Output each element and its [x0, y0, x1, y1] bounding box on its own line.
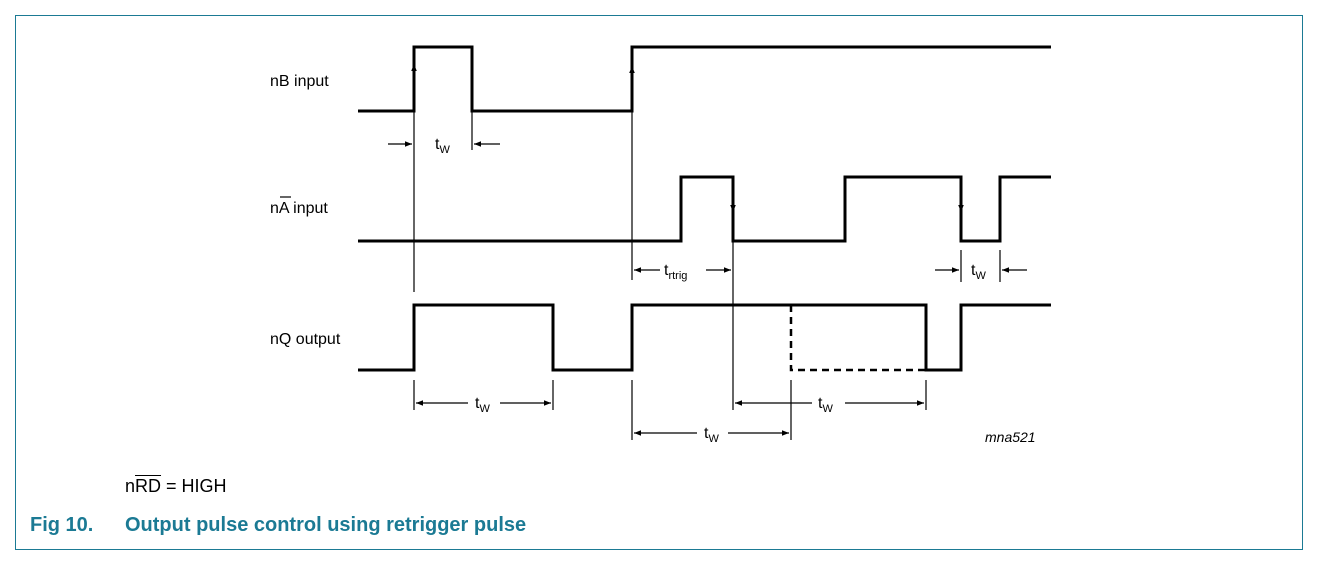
- na-waveform: [358, 175, 1051, 243]
- nb-input-label: nB input: [270, 73, 329, 90]
- nq-output-label: nQ output: [270, 331, 341, 348]
- figure-frame: [15, 15, 1303, 550]
- figure-reference: mna521: [985, 429, 1036, 445]
- nb-waveform: [358, 45, 1051, 113]
- na-input-label: nA input: [270, 200, 328, 217]
- tw5-label: tW: [704, 425, 719, 445]
- nq-dashed-expected-pulse: [789, 305, 926, 372]
- nq-waveform: [358, 303, 1051, 372]
- tw4-label: tW: [818, 395, 833, 415]
- tw2-label: tW: [971, 262, 986, 282]
- trtrig-label: trtrig: [664, 262, 687, 282]
- tw3-label: tW: [475, 395, 490, 415]
- figure-title: Output pulse control using retrigger pul…: [125, 514, 527, 536]
- reset-note: nRD = HIGH: [125, 476, 227, 496]
- tw1-label: tW: [435, 136, 450, 156]
- figure-caption: Fig 10. Output pulse control using retrig…: [30, 514, 526, 537]
- figure-number: Fig 10.: [30, 514, 94, 536]
